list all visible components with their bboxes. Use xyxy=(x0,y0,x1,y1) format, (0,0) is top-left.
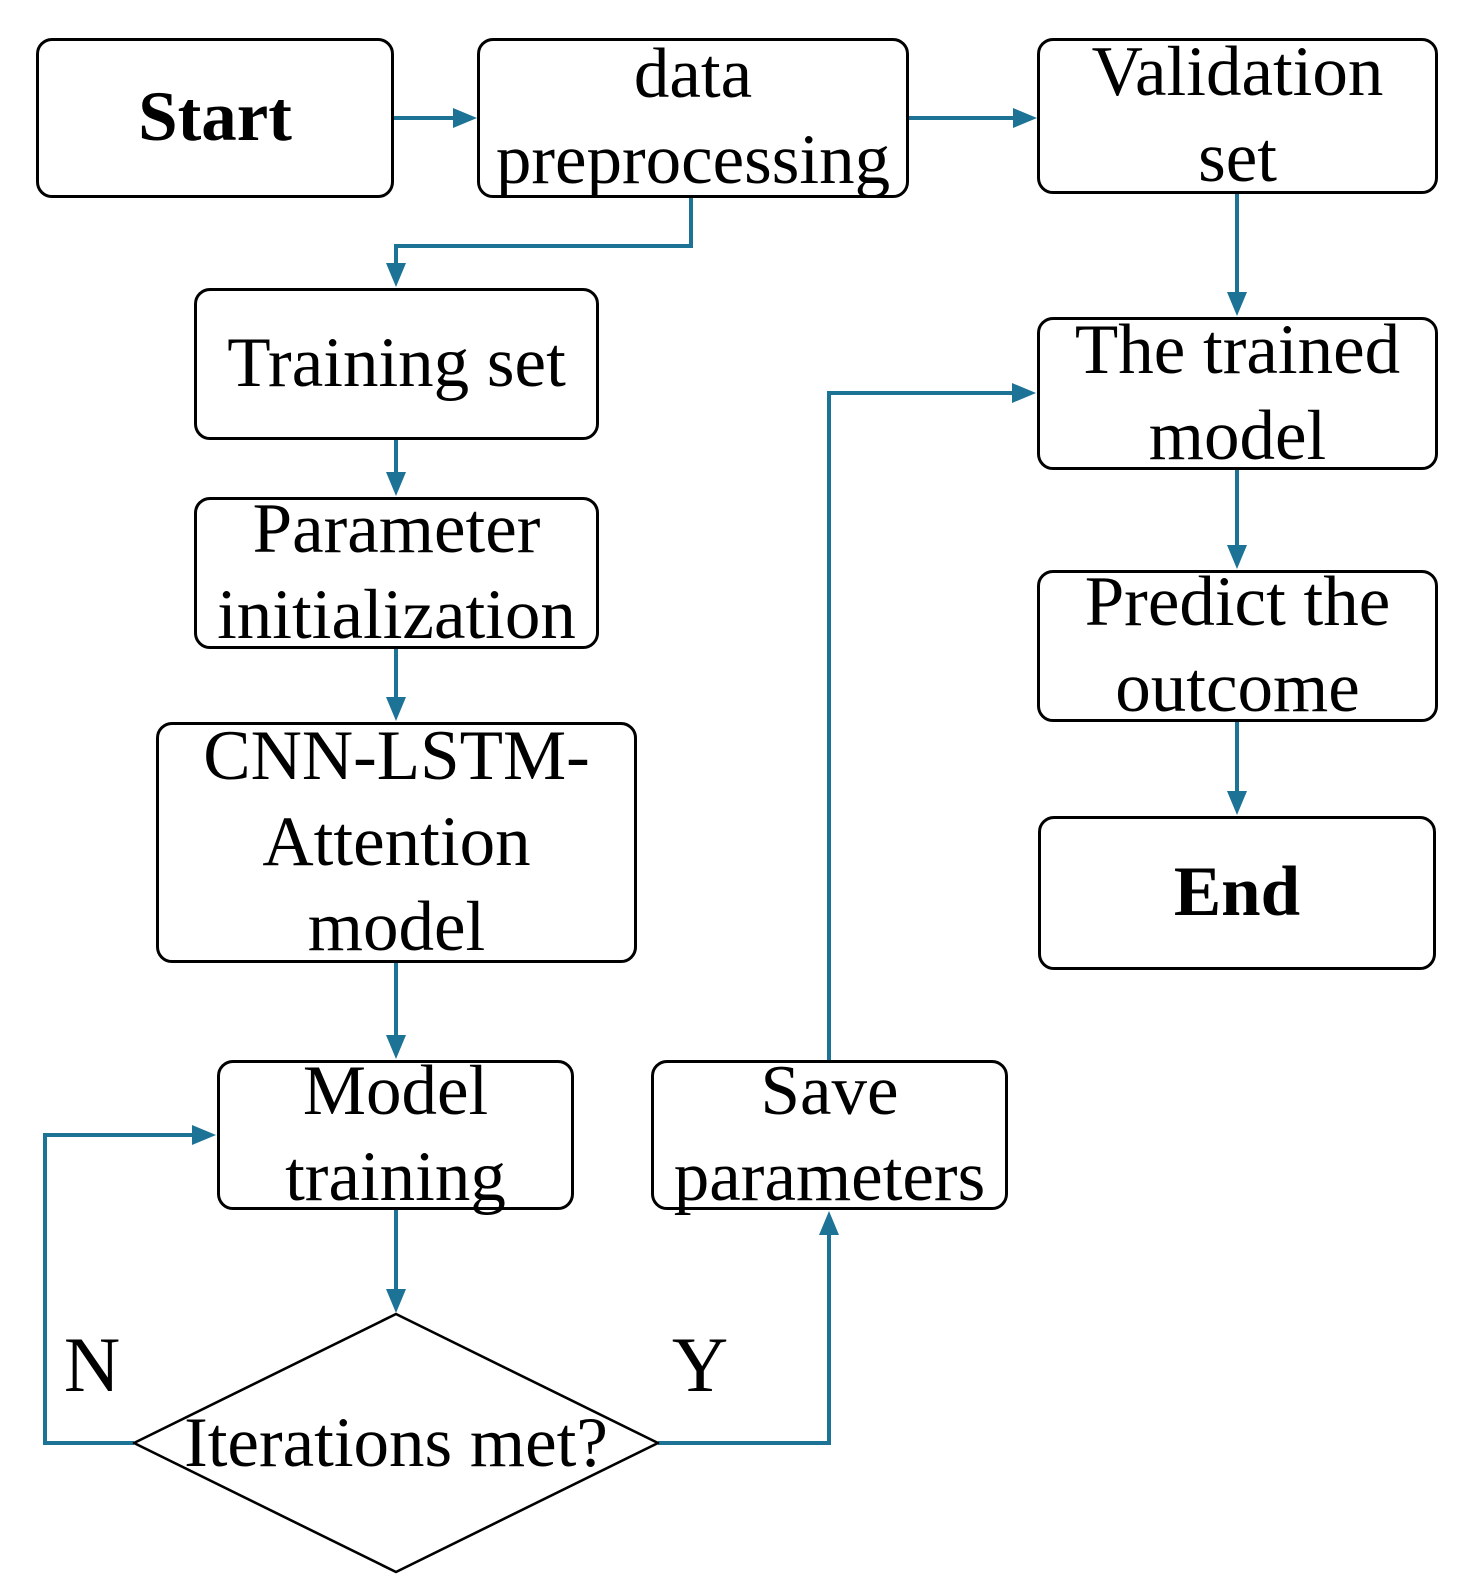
node-model-training: Model training xyxy=(217,1052,574,1216)
decision-diamond-shape xyxy=(132,1312,660,1574)
node-predict-outcome: Predict the outcome xyxy=(1037,563,1438,727)
edge-decision-no-to-model-training xyxy=(43,1125,216,1445)
node-training-set: Training set xyxy=(194,288,599,440)
edge-preprocessing-to-training-set xyxy=(386,198,693,287)
edge-decision-yes-to-save-parameters xyxy=(658,1211,839,1445)
branch-label-no: N xyxy=(63,1321,121,1408)
node-trained-model: The trained model xyxy=(1037,311,1438,475)
branch-label-yes: Y xyxy=(671,1321,729,1408)
node-data-preprocessing: data preprocessing xyxy=(477,35,909,199)
node-save-parameters: Save parameters xyxy=(651,1052,1008,1216)
node-cnn-lstm-attention-model: CNN-LSTM- Attention model xyxy=(156,717,637,966)
node-parameter-initialization: Parameter initialization xyxy=(194,490,599,654)
node-end: End xyxy=(1038,816,1436,970)
edge-save-parameters-to-trained-model xyxy=(827,383,1036,1060)
node-validation-set: Validation set xyxy=(1037,33,1438,197)
node-decision-iterations-label: Iterations met? xyxy=(184,1403,608,1482)
node-start: Start xyxy=(36,38,394,198)
